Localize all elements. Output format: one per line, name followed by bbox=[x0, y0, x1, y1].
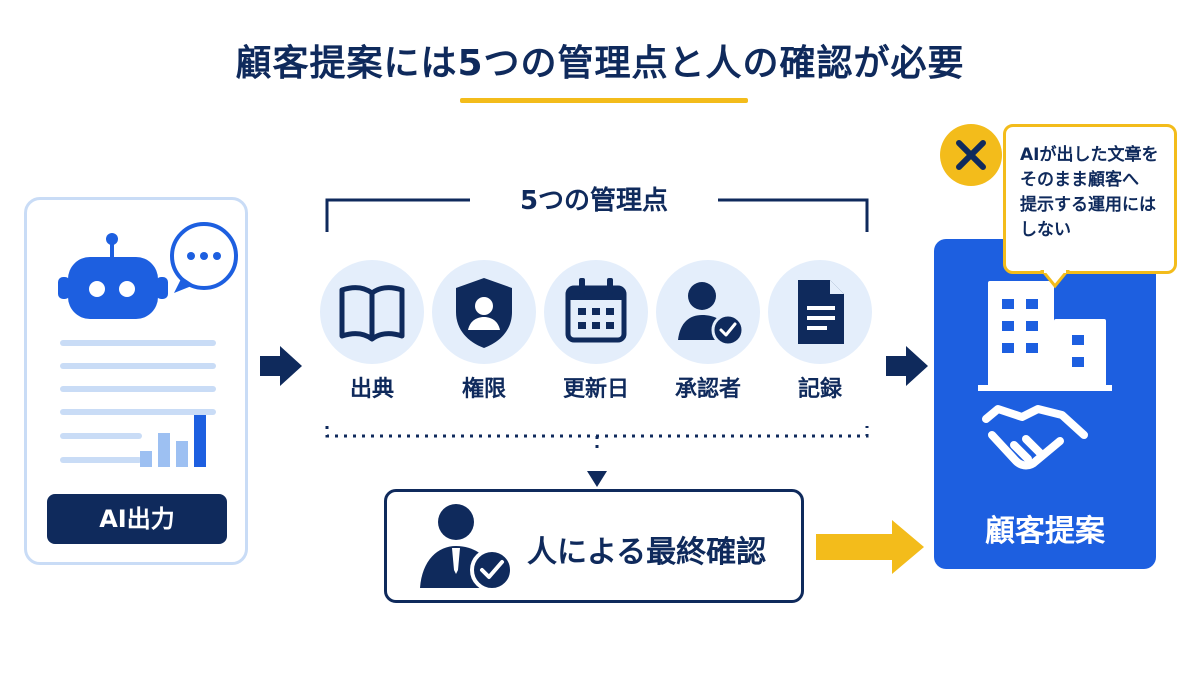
calendar-icon bbox=[565, 278, 627, 343]
mp-label-record: 記録 bbox=[797, 377, 842, 402]
customer-proposal-illustration bbox=[978, 281, 1112, 470]
chat-bubble-icon bbox=[170, 222, 238, 293]
warning-note: AIが出した文章を そのまま顧客へ 提示する運用には しない bbox=[1003, 124, 1177, 274]
customer-proposal-label: 顧客提案 bbox=[985, 514, 1105, 549]
arrow-right-icon bbox=[260, 346, 302, 386]
shield-user-icon bbox=[456, 278, 512, 348]
x-icon bbox=[956, 140, 986, 170]
robot-icon bbox=[58, 233, 168, 319]
arrow-right-icon bbox=[886, 346, 928, 386]
mini-bar-chart-icon bbox=[140, 415, 206, 467]
text-lines bbox=[60, 340, 216, 463]
warning-note-line: AIが出した文章を bbox=[1020, 145, 1159, 165]
page-title: 顧客提案には5つの管理点と人の確認が必要 bbox=[235, 43, 965, 84]
ai-output-label: AI出力 bbox=[47, 494, 227, 544]
person-check-icon bbox=[420, 504, 514, 592]
warning-note-line: しない bbox=[1020, 220, 1071, 240]
arrow-right-yellow-icon bbox=[816, 520, 924, 574]
warning-note-line: そのまま顧客へ bbox=[1020, 170, 1139, 190]
ai-output-illustration bbox=[58, 222, 238, 467]
open-book-icon bbox=[339, 285, 405, 342]
building-icon bbox=[978, 281, 1112, 391]
handshake-icon bbox=[982, 405, 1088, 470]
management-points-title: 5つの管理点 bbox=[470, 180, 718, 217]
title-underline bbox=[460, 98, 748, 103]
note-pointer bbox=[1040, 270, 1070, 289]
final-check-label: 人による最終確認 bbox=[527, 535, 767, 570]
document-icon bbox=[798, 280, 844, 344]
mp-label-approver: 承認者 bbox=[674, 377, 741, 402]
mp-label-source: 出典 bbox=[349, 377, 394, 402]
arrow-down-icon bbox=[587, 471, 607, 487]
mp-label-permission: 権限 bbox=[461, 377, 506, 402]
circle-approver bbox=[656, 260, 760, 364]
warning-note-line: 提示する運用には bbox=[1020, 195, 1156, 215]
user-check-icon bbox=[678, 282, 745, 347]
mp-label-update-date: 更新日 bbox=[562, 377, 629, 402]
